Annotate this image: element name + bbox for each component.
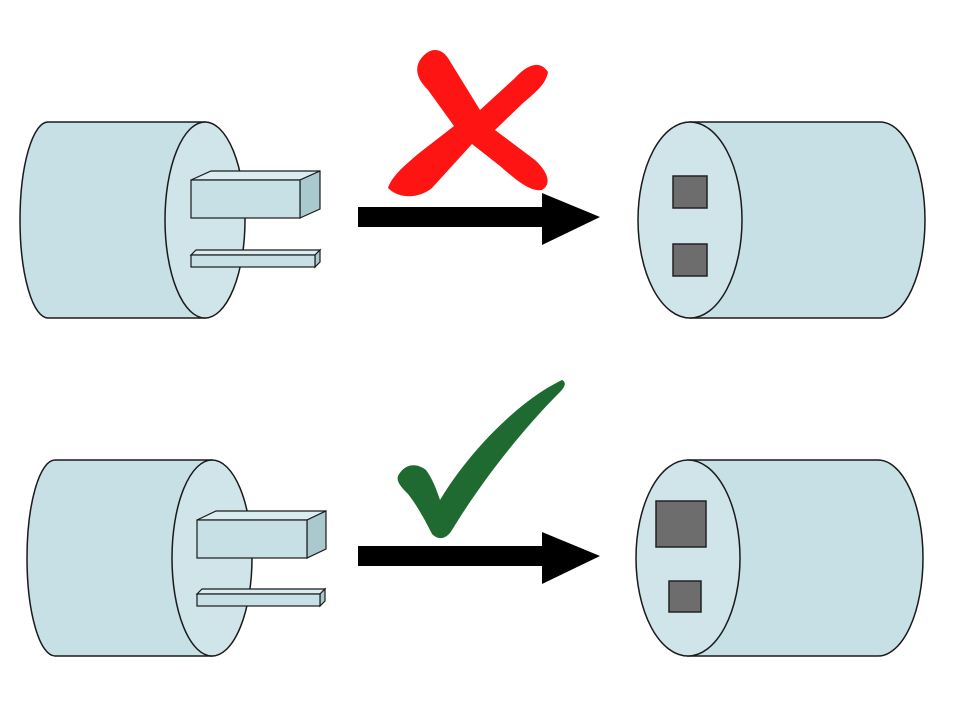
socket-body: [689, 121, 926, 319]
plug-body: [19, 121, 206, 319]
checkmark-icon: [397, 380, 565, 539]
socket-body: [687, 459, 924, 657]
wide-prong: [190, 170, 321, 219]
row-correct-fit: [26, 380, 924, 657]
socket-right-top: [637, 121, 926, 319]
small-slot: [668, 580, 702, 613]
small-slot: [672, 243, 708, 277]
plug-face: [164, 121, 246, 319]
arrow-top: [358, 193, 600, 245]
socket-right-bottom: [635, 459, 924, 657]
wide-prong: [196, 510, 327, 559]
large-slot: [655, 500, 707, 548]
plug-left-top: [19, 121, 322, 319]
plug-left-bottom: [26, 459, 327, 657]
socket-face: [637, 121, 743, 319]
row-wrong-fit: [19, 49, 926, 319]
small-slot: [672, 175, 708, 209]
arrow-bottom: [358, 532, 600, 584]
socket-face: [635, 459, 741, 657]
narrow-prong: [195, 587, 327, 608]
plug-body: [26, 459, 213, 657]
narrow-prong: [189, 248, 322, 269]
cross-icon: [388, 49, 548, 197]
